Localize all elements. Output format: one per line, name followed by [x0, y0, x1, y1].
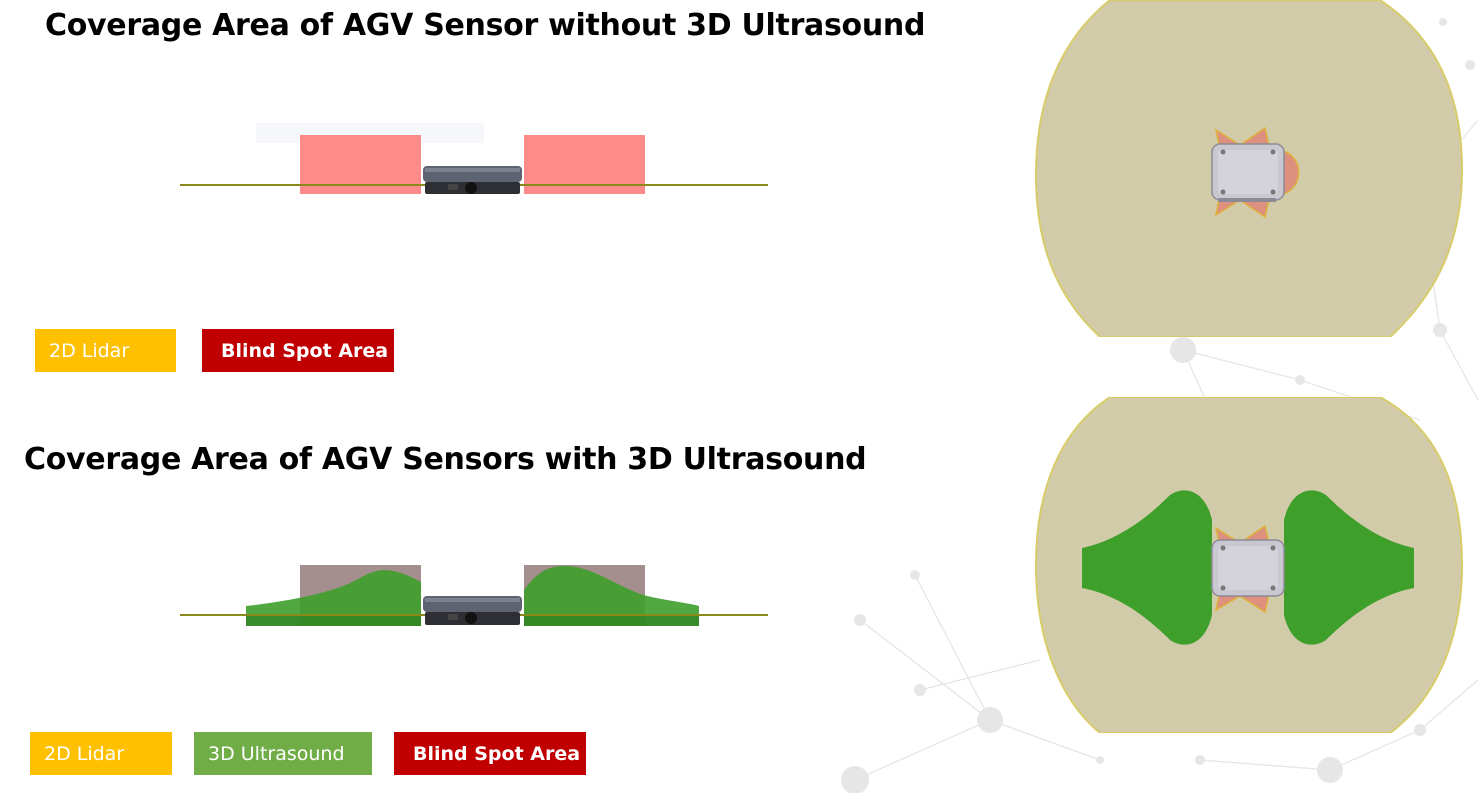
bottom-diagram-title: Coverage Area of AGV Sensors with 3D Ult…	[24, 442, 867, 477]
ultrasound-coverage-right	[1284, 490, 1414, 645]
legend-label: 2D Lidar	[49, 339, 130, 362]
agv-side-icon	[423, 596, 522, 625]
legend-label: Blind Spot Area	[221, 339, 389, 362]
ultrasound-coverage-left	[1082, 490, 1212, 645]
agv-side-icon	[423, 166, 522, 194]
legend-label: 3D Ultrasound	[208, 742, 345, 765]
legend-2d-lidar-bottom: 2D Lidar	[30, 732, 172, 775]
legend-3d-ultrasound-bottom: 3D Ultrasound	[194, 732, 372, 775]
ultrasound-right	[524, 566, 699, 626]
legend-blind-spot-bottom: Blind Spot Area	[394, 732, 586, 775]
top-diagram-title: Coverage Area of AGV Sensor without 3D U…	[45, 8, 926, 43]
agv-top-icon	[1211, 539, 1285, 597]
legend-label: 2D Lidar	[44, 742, 125, 765]
legend-blind-spot-top: Blind Spot Area	[202, 329, 394, 372]
legend-2d-lidar-top: 2D Lidar	[35, 329, 176, 372]
legend-label: Blind Spot Area	[413, 742, 581, 765]
agv-top-icon	[1211, 143, 1285, 202]
ultrasound-left	[246, 570, 421, 626]
bottom-plan-view	[1034, 397, 1464, 733]
